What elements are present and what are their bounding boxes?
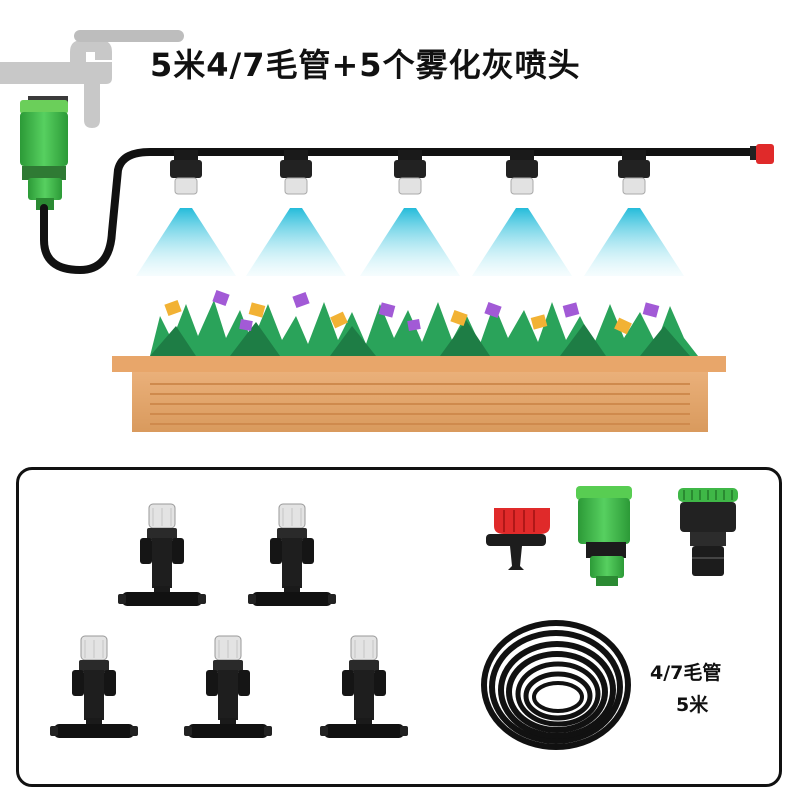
mist-nozzle-icon: [393, 149, 427, 195]
kit-contents-panel: [16, 467, 782, 787]
hose-connector-icon: [576, 486, 632, 586]
mist-nozzle-icon: [169, 149, 203, 195]
mist-nozzle-icon: [505, 149, 539, 195]
hose-length-label: 5米: [676, 694, 709, 716]
hose-coil-icon: [481, 620, 631, 750]
page-title: 5米4/7毛管+5个雾化灰喷头: [150, 46, 581, 84]
plants: [150, 289, 698, 356]
mist-nozzle-row: [136, 149, 684, 276]
mist-spray: [136, 208, 236, 276]
mist-spray: [360, 208, 460, 276]
faucet-adapter-icon: [678, 488, 738, 576]
drip-emitter-icon: [486, 508, 550, 570]
mist-nozzle-icon: [279, 149, 313, 195]
end-plug-icon: [750, 144, 774, 164]
planter-box: [112, 356, 726, 432]
mist-nozzle-icon: [617, 149, 651, 195]
mist-spray: [472, 208, 572, 276]
hose-spec-label: 4/7毛管: [650, 662, 722, 684]
main-hose: [40, 148, 756, 275]
mist-spray: [246, 208, 346, 276]
mist-spray: [584, 208, 684, 276]
